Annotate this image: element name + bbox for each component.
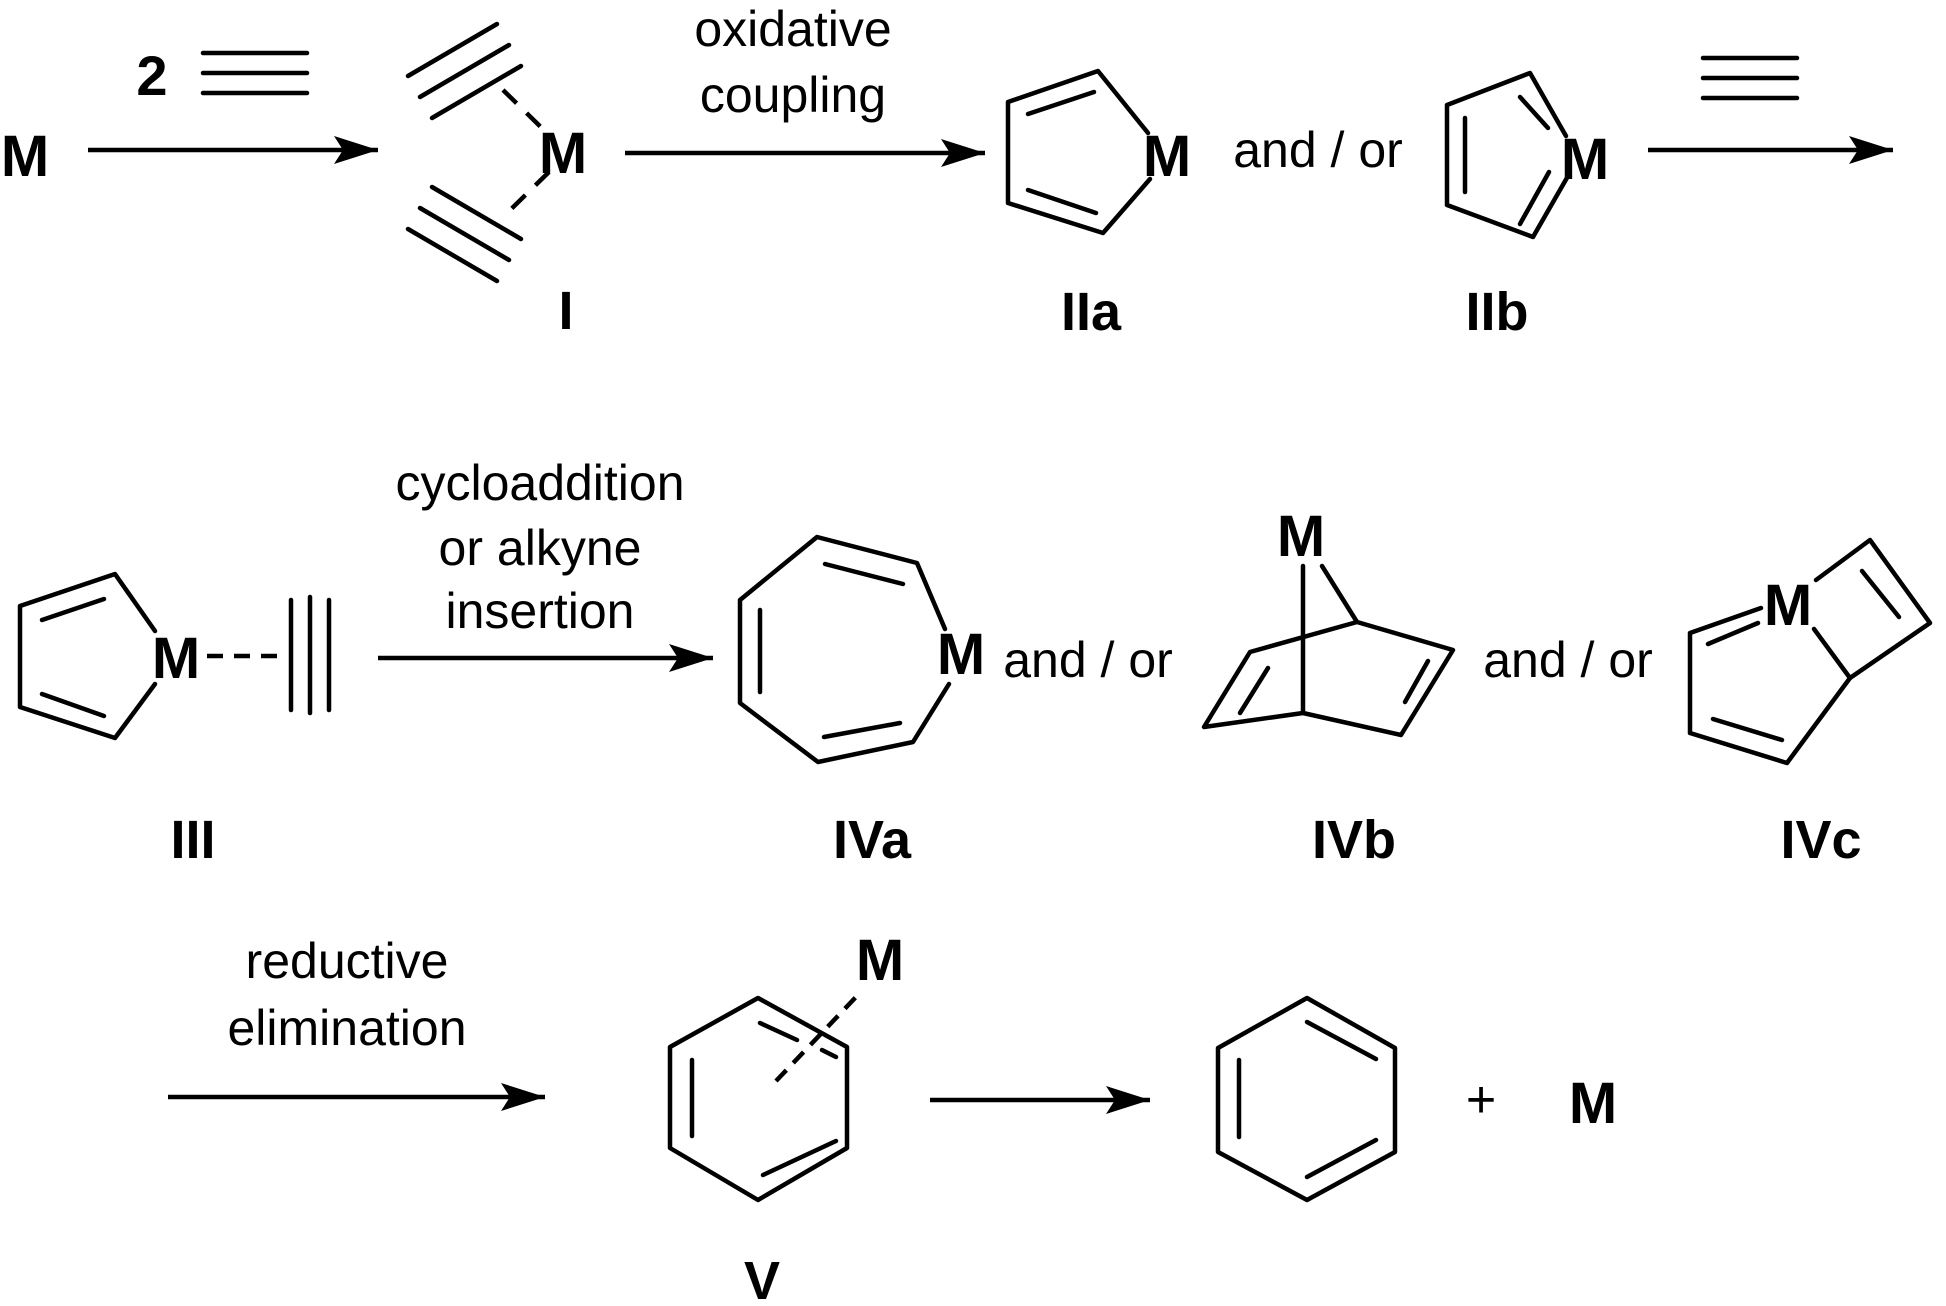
ring-outline	[17, 571, 158, 741]
double-bond-inner-bottom	[1710, 716, 1785, 743]
double-bond-inner-top	[39, 596, 107, 623]
double-bond-inner-top-right-a	[757, 1020, 800, 1043]
label-IVb: IVb	[1312, 810, 1396, 870]
structure-IIb: M IIb	[1444, 70, 1609, 342]
plus-sign: +	[1466, 1071, 1496, 1129]
dashed-coordination-bond-lower	[501, 170, 551, 219]
ring-outline	[1444, 70, 1571, 240]
structure-IIa: M IIa	[1005, 68, 1191, 342]
alkyne-triple-bond-icon-2	[1700, 55, 1800, 101]
double-bond-inner-left	[1237, 665, 1271, 716]
double-bond-inner-cyclobutene	[1859, 568, 1902, 620]
step1-text-line2: coupling	[700, 67, 886, 123]
metal-III: M	[152, 626, 200, 691]
structure-IVc: M IVc	[1687, 537, 1933, 870]
four-ring-outline	[1813, 537, 1933, 681]
label-IVc: IVc	[1780, 810, 1861, 870]
label-IIb: IIb	[1466, 282, 1529, 342]
metal-IIa: M	[1143, 124, 1191, 189]
benzene-product	[1215, 995, 1398, 1203]
step2-text-line2: or alkyne	[439, 520, 642, 576]
step1-text-line1: oxidative	[694, 1, 891, 57]
structure-IVb: M IVb	[1201, 504, 1456, 870]
step3-text-line2: elimination	[227, 1000, 466, 1056]
metal-IIb: M	[1561, 127, 1609, 192]
metal-start: M	[1, 124, 49, 189]
label-V: V	[744, 1251, 780, 1306]
lower-alkyne	[405, 184, 524, 284]
double-bond-inner-top-right-b	[819, 1047, 839, 1060]
double-bond-inner-bottom	[39, 691, 107, 719]
double-bond-inner-bottom	[821, 720, 903, 740]
benzene-ring-outline	[667, 995, 850, 1203]
metal-V: M	[856, 928, 904, 993]
and-or-2: and / or	[1003, 632, 1173, 688]
vertical-alkyne	[288, 594, 332, 716]
double-bond-inner-bottom-right	[1304, 1137, 1379, 1180]
double-bond-inner-right	[1402, 658, 1431, 705]
double-bond-inner-top-right	[1517, 94, 1551, 131]
and-or-3: and / or	[1483, 632, 1653, 688]
double-bond-inner-M-C	[1705, 620, 1761, 647]
benzene-ring-outline	[1215, 995, 1398, 1203]
upper-alkyne	[405, 21, 524, 121]
structure-V: M V	[667, 928, 904, 1306]
double-bond-inner-top	[822, 561, 906, 587]
row3: reductive elimination M V + M	[168, 928, 1617, 1306]
dashed-metal-bond	[774, 995, 858, 1083]
double-bond-inner-top-right	[1304, 1019, 1379, 1062]
row1: M 2 M I oxidati	[1, 1, 1893, 342]
and-or-1: and / or	[1233, 122, 1403, 178]
structure-III: M III	[17, 571, 332, 870]
metal-IVb: M	[1277, 504, 1325, 569]
ring-outline	[737, 534, 952, 765]
metal-IVa: M	[937, 622, 985, 687]
row2: M III cycloaddition or alkyne insertion …	[17, 455, 1933, 870]
label-I: I	[558, 281, 573, 341]
double-bond-inner-bottom-right	[1517, 169, 1552, 227]
double-bond-inner-bottom	[1025, 187, 1099, 216]
structure-I: M I	[405, 21, 587, 341]
double-bond-inner-top	[1025, 89, 1097, 117]
alkyne-stoichiometry: 2	[136, 44, 167, 107]
bicyclic-outline	[1201, 563, 1456, 738]
label-III: III	[170, 810, 215, 870]
step2-text-line3: insertion	[446, 583, 635, 639]
structure-IVa: M IVa	[737, 534, 985, 870]
five-ring-outline	[1687, 605, 1853, 766]
step2-text-line1: cycloaddition	[395, 455, 684, 511]
metal-released: M	[1569, 1071, 1617, 1136]
step3-text-line1: reductive	[246, 933, 449, 989]
metal-IVc: M	[1764, 573, 1812, 638]
dashed-coordination-bond-upper	[501, 88, 551, 137]
ring-outline	[1005, 68, 1153, 236]
label-IIa: IIa	[1061, 282, 1122, 342]
alkyne-triple-bond-icon	[200, 50, 310, 96]
double-bond-inner-bottom-right	[760, 1138, 839, 1178]
label-IVa: IVa	[833, 810, 912, 870]
